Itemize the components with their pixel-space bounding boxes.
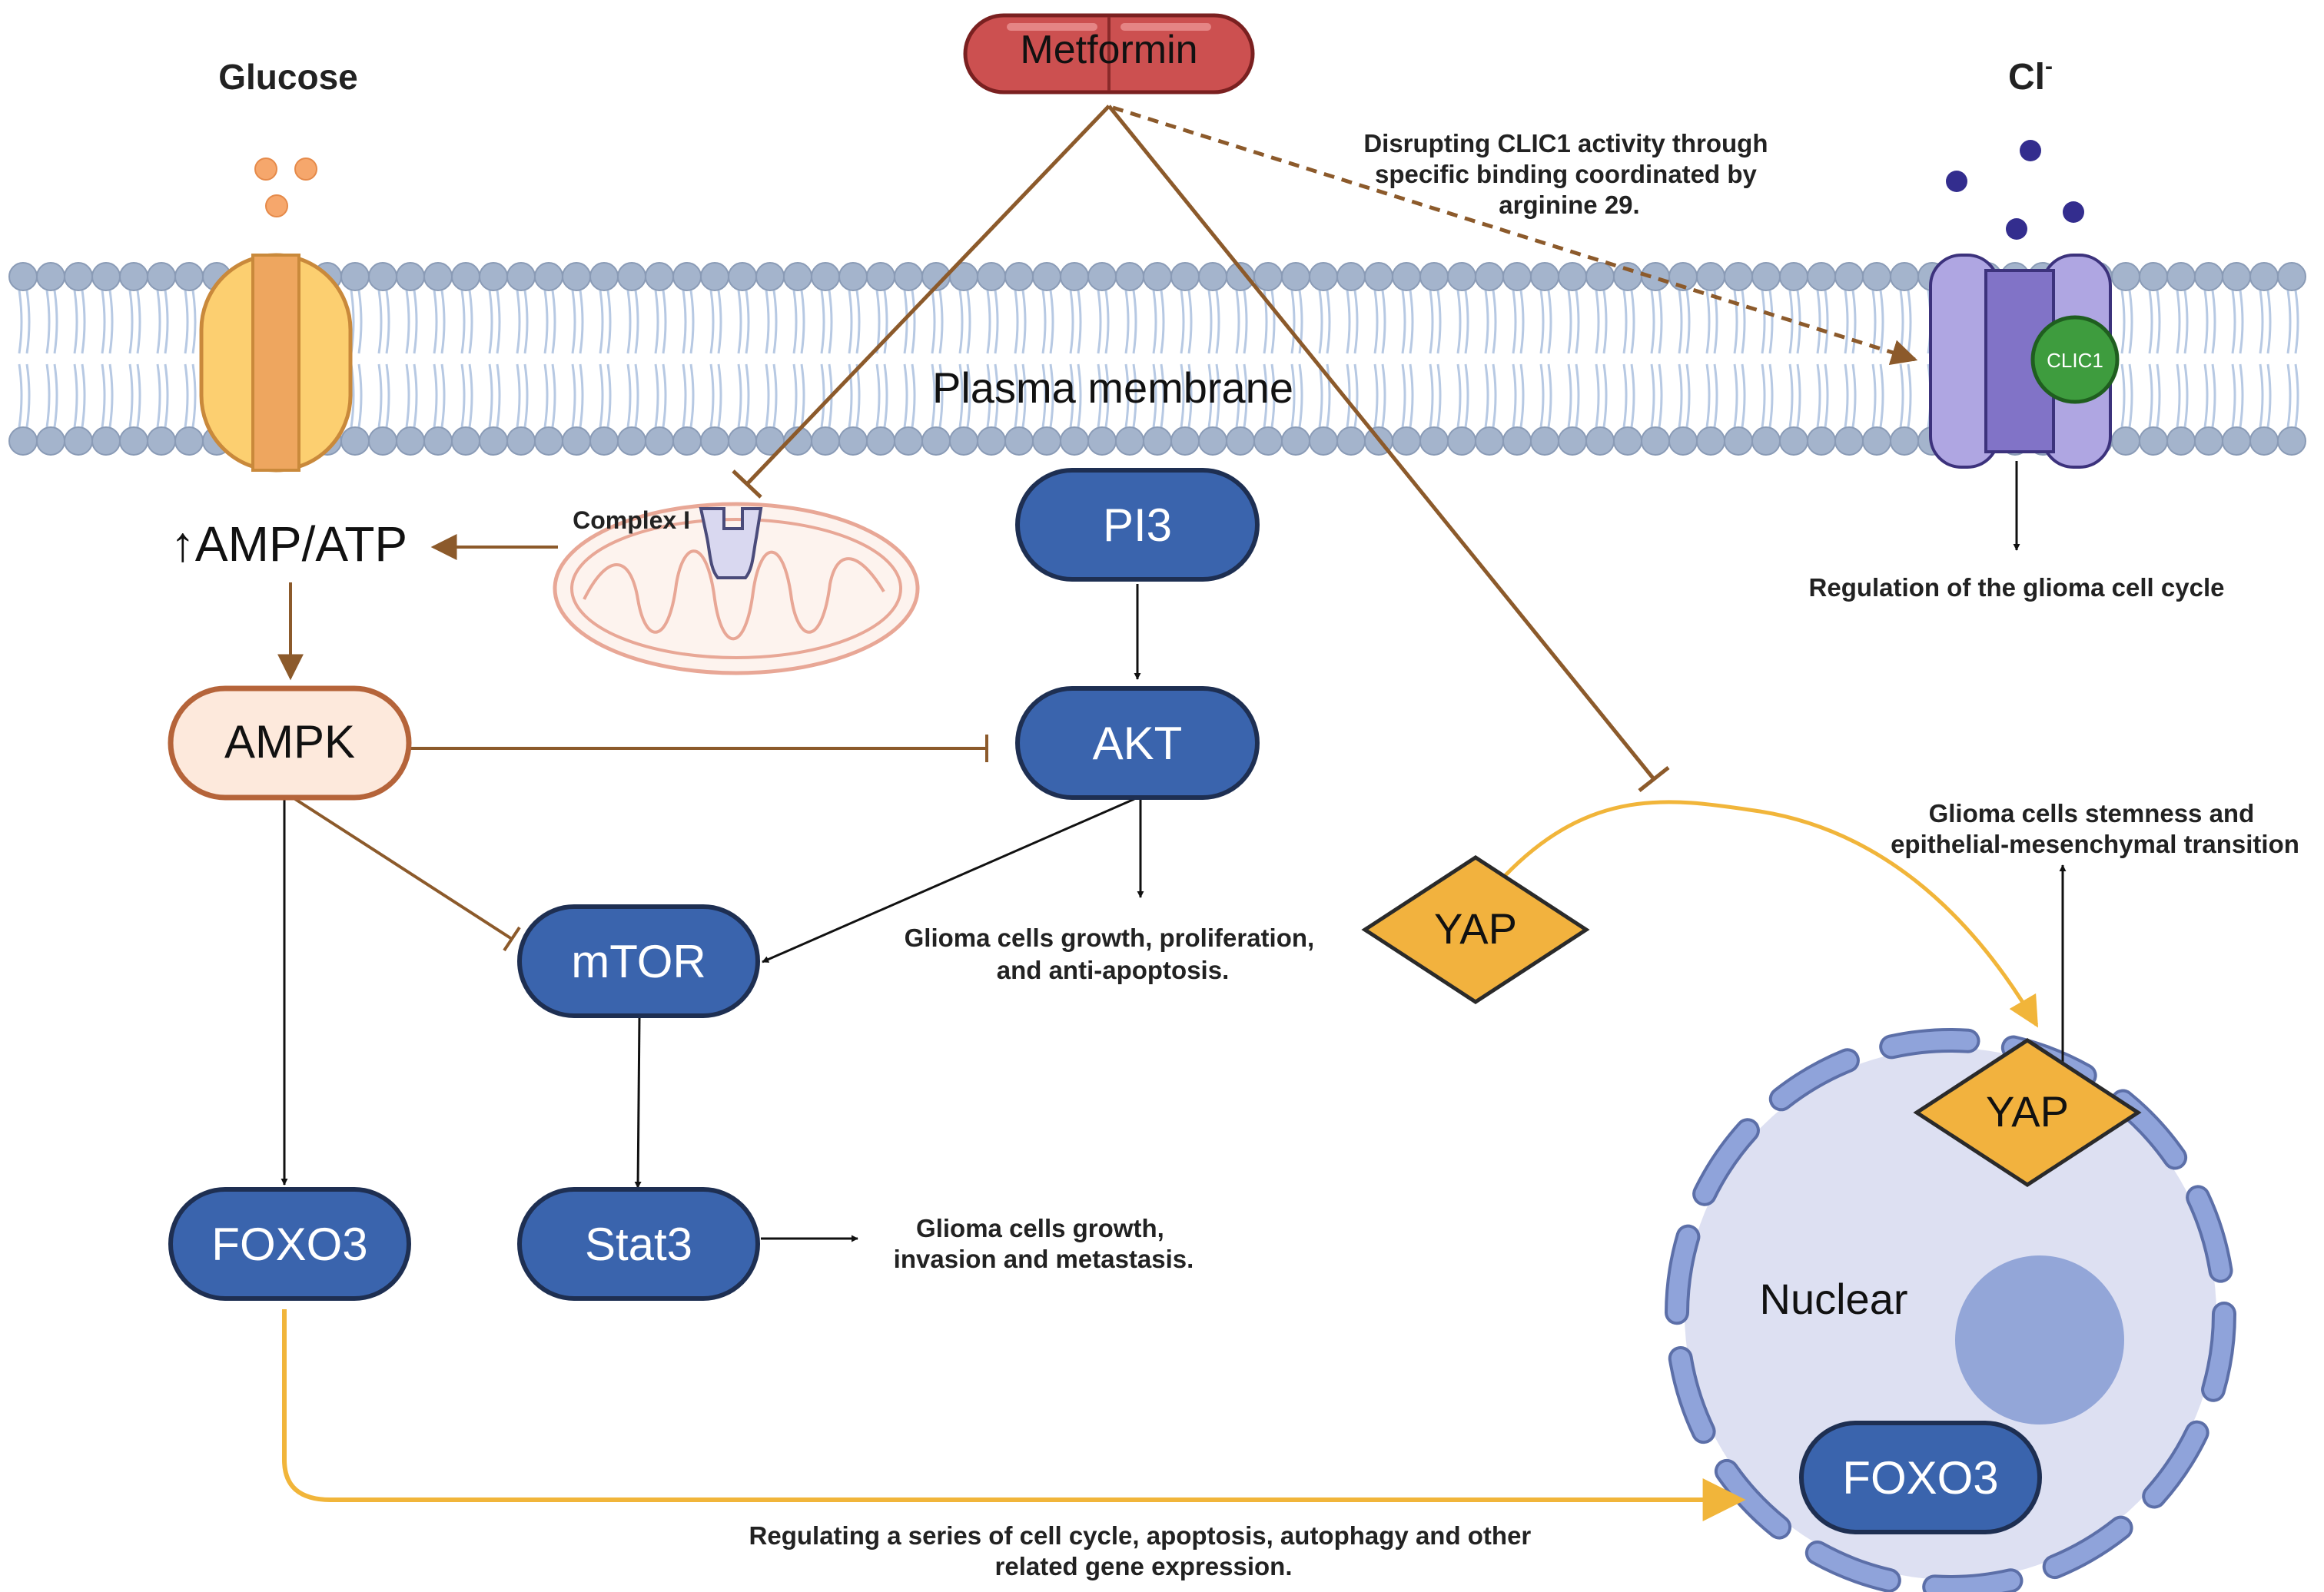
complex-i-tbar — [732, 469, 762, 499]
stat3-effect-annotation: Glioma cells growth, invasion and metast… — [894, 1214, 1194, 1273]
metformin-label: Metformin — [1020, 28, 1197, 72]
pi3-node: PI3 — [1015, 468, 1260, 582]
foxo3-translocation-arrow — [282, 1309, 1746, 1521]
metformin-inhibits-complex-i — [745, 104, 1111, 486]
foxo3-node: FOXO3 — [168, 1187, 411, 1301]
nuclear-label: Nuclear — [1760, 1275, 1908, 1323]
chloride-label: Cl- — [2008, 54, 2053, 98]
stat3-label: Stat3 — [585, 1219, 692, 1270]
pi3-label: PI3 — [1103, 499, 1172, 551]
complex-i-icon — [699, 507, 763, 579]
stat3-node: Stat3 — [517, 1187, 760, 1301]
yap-effect-annotation: Glioma cells stemness and epithelial-mes… — [1891, 799, 2299, 858]
plasma-membrane-label: Plasma membrane — [932, 363, 1293, 412]
amp-atp-label: ↑AMP/ATP — [171, 516, 407, 572]
mtor-node: mTOR — [517, 904, 760, 1018]
akt-node: AKT — [1015, 686, 1260, 800]
yap-translocation-arrow — [1503, 800, 2039, 1028]
foxo3-effect-annotation: Regulating a series of cell cycle, apopt… — [749, 1521, 1539, 1580]
yap-nuclear-label: YAP — [1986, 1087, 2069, 1136]
yap-label: YAP — [1434, 904, 1517, 953]
glucose-molecules-icon — [254, 158, 317, 217]
yap-node: YAP — [1361, 855, 1590, 1004]
chloride-ions-icon — [1946, 140, 2084, 240]
akt-to-mtor — [762, 798, 1135, 963]
nucleolus — [1955, 1255, 2124, 1425]
foxo3-nuclear-label: FOXO3 — [1842, 1452, 1998, 1504]
mtor-tbar — [503, 926, 521, 952]
foxo3-label: FOXO3 — [211, 1219, 367, 1270]
akt-effect-annotation: Glioma cells growth, proliferation, and … — [905, 924, 1322, 984]
glucose-transporter-icon — [199, 253, 353, 473]
clic1-label: CLIC1 — [2047, 349, 2103, 372]
complex-i-label: Complex I — [573, 506, 690, 534]
clic1-binding-annotation: Disrupting CLIC1 activity through specif… — [1363, 129, 1775, 219]
mtor-label: mTOR — [571, 936, 706, 987]
akt-label: AKT — [1093, 718, 1183, 769]
mitochondrion-icon — [553, 502, 920, 675]
mtor-to-stat3 — [634, 1017, 642, 1189]
clic1-protein: CLIC1 — [2030, 315, 2120, 404]
metformin-inhibits-yap — [1107, 104, 1655, 781]
cell-cycle-annotation: Regulation of the glioma cell cycle — [1809, 573, 2225, 602]
yap-nuclear-node: YAP — [1913, 1038, 2142, 1187]
ampk-inhibits-mtor — [294, 798, 513, 940]
yap-tbar — [1638, 766, 1670, 792]
glucose-label: Glucose — [218, 57, 358, 97]
ampk-node: AMPK — [168, 685, 412, 801]
foxo3-nuclear-node: FOXO3 — [1799, 1421, 2042, 1534]
ampk-label: AMPK — [224, 716, 355, 768]
metformin-capsule-icon — [963, 13, 1255, 95]
